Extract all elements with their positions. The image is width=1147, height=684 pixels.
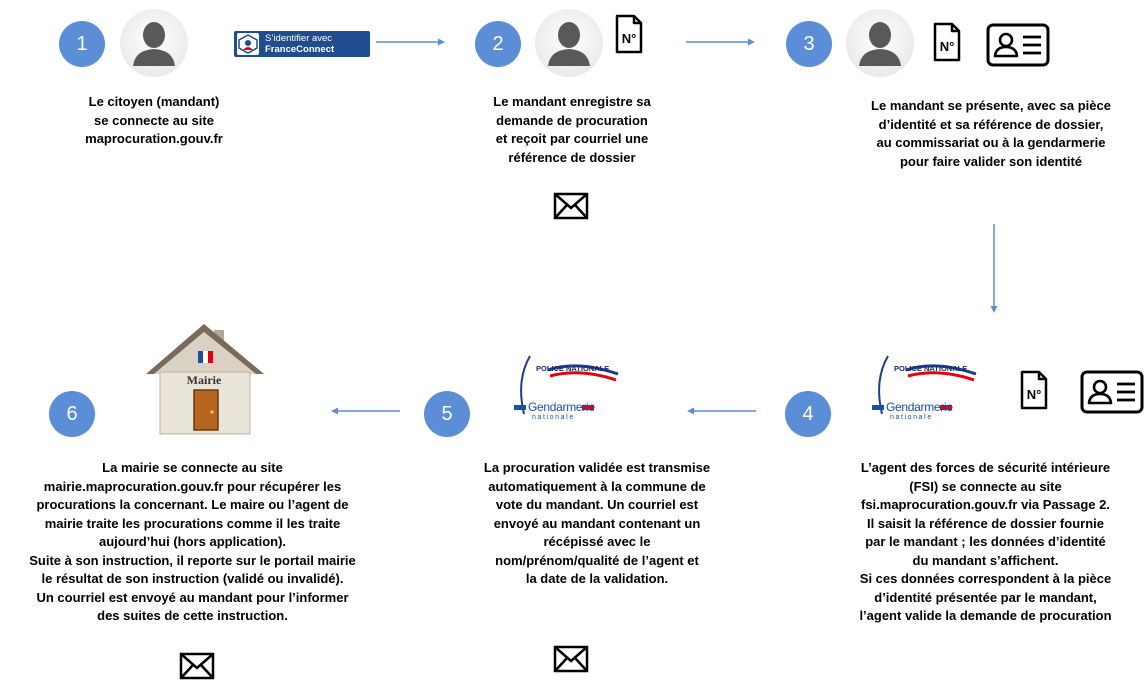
step-2-line: demande de procuration (496, 112, 648, 128)
step-6-line: des suites de cette instruction. (97, 608, 288, 623)
step-2-line: référence de dossier (508, 149, 636, 165)
franceconnect-line2: FranceConnect (265, 44, 335, 55)
step-5-line: récépissé avec le (543, 534, 651, 549)
town-hall-icon: Mairie (140, 318, 270, 438)
person-icon (534, 8, 604, 78)
step-4-line: d’identité présentée par le mandant, (874, 589, 1097, 605)
number-document-icon (1019, 370, 1049, 410)
step-1-badge: 1 (59, 21, 105, 67)
step-4-line: Il saisit la référence de dossier fourni… (867, 515, 1104, 531)
step-1-description: Le citoyen (mandant) se connecte au site… (54, 93, 254, 149)
step-6-line: aujourd’hui (hors application). (98, 534, 287, 549)
step-4-line: Si ces données correspondent à la pièce (859, 571, 1112, 586)
gendarmerie-text: Gendarmerie (528, 400, 595, 414)
envelope-icon (179, 652, 215, 680)
step-6-line: Un courriel est envoyé au mandant pour l… (36, 589, 349, 605)
step-6-line: mairie traite les procurations comme il … (44, 515, 341, 531)
gendarmerie-text: Gendarmerie (886, 400, 953, 414)
franceconnect-button[interactable]: S’identifier avec FranceConnect (234, 31, 370, 57)
step-2-line: Le mandant enregistre sa (493, 94, 651, 109)
step-5-line: envoyé au mandant contenant un (493, 515, 701, 531)
step-6-description: La mairie se connecte au site mairie.map… (20, 459, 365, 626)
arrow-icon (989, 224, 999, 314)
police-nationale-text: POLICE NATIONALE (536, 364, 610, 373)
arrow-icon (686, 37, 756, 47)
step-5-line: La procuration validée est transmise (483, 460, 711, 475)
police-gendarmerie-logo: POLICE NATIONALE Gendarmerie nationale (866, 350, 986, 430)
step-4-line: l’agent valide la demande de procuration (859, 608, 1112, 623)
person-icon (845, 8, 915, 78)
step-5-badge: 5 (424, 391, 470, 437)
step-6-badge: 6 (49, 391, 95, 437)
police-nationale-text: POLICE NATIONALE (894, 364, 968, 373)
step-5-line: automatiquement à la commune de (488, 478, 706, 494)
step-4-description: L’agent des forces de sécurité intérieur… (828, 459, 1143, 626)
step-4-line: par le mandant ; les données d’identité (865, 534, 1106, 549)
number-document-icon (932, 22, 962, 62)
nationale-text: nationale (890, 414, 933, 421)
arrow-icon (330, 406, 400, 416)
step-1-line: maprocuration.gouv.fr (85, 131, 223, 146)
franceconnect-line1: S’identifier avec (265, 33, 333, 44)
step-4-line: du mandant s’affichent. (912, 552, 1059, 568)
step-4-badge: 4 (785, 391, 831, 437)
police-gendarmerie-logo: POLICE NATIONALE Gendarmerie nationale (508, 350, 628, 430)
step-5-description: La procuration validée est transmise aut… (457, 459, 737, 589)
step-6-line: Suite à son instruction, il reporte sur … (29, 552, 356, 568)
step-4-line: L’agent des forces de sécurité intérieur… (860, 460, 1111, 475)
step-3-line: Le mandant se présente, avec sa pièce (871, 98, 1111, 113)
step-3-line: au commissariat ou à la gendarmerie (876, 135, 1106, 150)
step-2-line: et reçoit par courriel une (495, 131, 649, 146)
step-6-line: procurations la concernant. Le maire ou … (36, 497, 349, 512)
arrow-icon (376, 37, 446, 47)
step-5-line: vote du mandant. Un courriel est (495, 497, 699, 512)
step-5-line: la date de la validation. (525, 571, 669, 586)
step-3-description: Le mandant se présente, avec sa pièce d’… (846, 97, 1136, 171)
step-6-line: La mairie se connecte au site (102, 460, 283, 475)
step-4-line: fsi.maprocuration.gouv.fr via Passage 2. (860, 497, 1110, 512)
step-3-line: d’identité et sa référence de dossier, (878, 116, 1104, 132)
step-2-description: Le mandant enregistre sa demande de proc… (457, 93, 687, 167)
id-card-icon (986, 23, 1050, 67)
envelope-icon (553, 645, 589, 673)
step-6-line: le résultat de son instruction (validé o… (41, 571, 344, 586)
step-4-line: (FSI) se connecte au site (909, 478, 1062, 494)
nationale-text: nationale (532, 414, 575, 421)
step-1-line: se connecte au site (94, 112, 214, 128)
step-2-badge: 2 (475, 21, 521, 67)
mairie-label: Mairie (186, 373, 222, 387)
number-document-icon (614, 14, 644, 54)
franceconnect-logo (237, 33, 259, 55)
step-5-line: nom/prénom/qualité de l’agent et (495, 552, 699, 568)
step-3-line: pour faire valider son identité (899, 153, 1083, 169)
person-icon (119, 8, 189, 78)
step-1-line: Le citoyen (mandant) (88, 94, 220, 109)
arrow-icon (686, 406, 756, 416)
step-3-badge: 3 (786, 21, 832, 67)
step-6-line: mairie.maprocuration.gouv.fr pour récupé… (43, 478, 342, 494)
id-card-icon (1080, 370, 1144, 414)
envelope-icon (553, 192, 589, 220)
